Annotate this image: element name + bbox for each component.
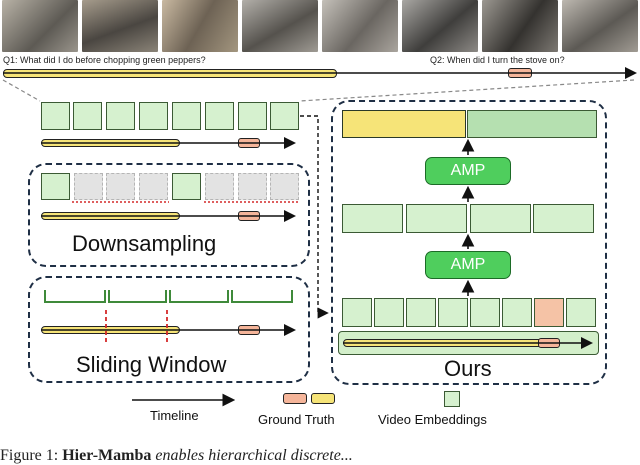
video-frame-4: [242, 0, 318, 52]
ours-panel: [331, 100, 607, 385]
video-frame-6: [402, 0, 478, 52]
window-bracket: [169, 290, 229, 303]
video-embedding: [406, 204, 467, 233]
video-frame-image: [82, 0, 158, 52]
video-frame-5: [322, 0, 398, 52]
downsampling-label: Downsampling: [72, 231, 217, 256]
video-embedding: [41, 102, 70, 130]
window-bracket: [231, 290, 293, 303]
dropped-embedding: [139, 173, 168, 200]
dropped-embedding: [106, 173, 135, 200]
video-embedding: [41, 173, 70, 200]
question-2: Q2: When did I turn the stove on?: [430, 55, 565, 65]
to-ours-connector: [300, 115, 329, 319]
output-yellow-segment: [342, 110, 466, 138]
legend-gt-swatch-yellow: [311, 393, 335, 404]
amp-block-bottom: AMP: [425, 251, 511, 279]
downsampling-panel: [28, 163, 310, 267]
video-frame-8: [562, 0, 638, 52]
video-embedding: [106, 102, 135, 130]
legend-ground-truth-label: Ground Truth: [258, 412, 335, 427]
video-frame-3: [162, 0, 238, 52]
video-frame-image: [562, 0, 638, 52]
video-frame-2: [82, 0, 158, 52]
video-frame-7: [482, 0, 558, 52]
video-frame-image: [242, 0, 318, 52]
legend-gt-swatch-orange: [283, 393, 307, 404]
video-frame-image: [322, 0, 398, 52]
video-embedding: [342, 298, 372, 327]
video-embedding: [533, 204, 594, 233]
dropped-embedding: [270, 173, 299, 200]
video-embedding: [470, 298, 500, 327]
legend-video-embeddings-label: Video Embeddings: [378, 412, 487, 427]
video-embedding: [270, 102, 299, 130]
video-frame-image: [402, 0, 478, 52]
video-embedding: [238, 102, 267, 130]
video-embedding: [566, 298, 596, 327]
window-bracket: [44, 290, 106, 303]
video-embedding: [139, 102, 168, 130]
video-embedding: [73, 102, 102, 130]
video-embedding: [470, 204, 531, 233]
video-embedding: [172, 102, 201, 130]
sliding-window-panel: [28, 276, 310, 383]
dropped-embedding: [238, 173, 267, 200]
video-frame-image: [2, 0, 78, 52]
legend-embedding-swatch: [444, 391, 460, 407]
highlighted-embedding: [534, 298, 564, 327]
video-embedding: [205, 102, 234, 130]
video-embedding: [342, 204, 403, 233]
legend-timeline-label: Timeline: [150, 408, 199, 423]
dropped-embedding: [205, 173, 234, 200]
video-frame-1: [2, 0, 78, 52]
video-embedding: [406, 298, 436, 327]
video-embedding: [502, 298, 532, 327]
zoom-line-right: [299, 79, 635, 102]
video-frame-image: [162, 0, 238, 52]
video-embedding: [438, 298, 468, 327]
zoom-line-left: [2, 79, 41, 102]
video-frame-image: [482, 0, 558, 52]
ours-label: Ours: [444, 356, 492, 381]
video-embedding: [172, 173, 201, 200]
question-1: Q1: What did I do before chopping green …: [3, 55, 206, 65]
dropped-embedding: [74, 173, 103, 200]
output-green-segment: [467, 110, 597, 138]
sliding-window-label: Sliding Window: [76, 352, 227, 377]
amp-block-top: AMP: [425, 157, 511, 185]
window-bracket: [108, 290, 167, 303]
video-embedding: [374, 298, 404, 327]
